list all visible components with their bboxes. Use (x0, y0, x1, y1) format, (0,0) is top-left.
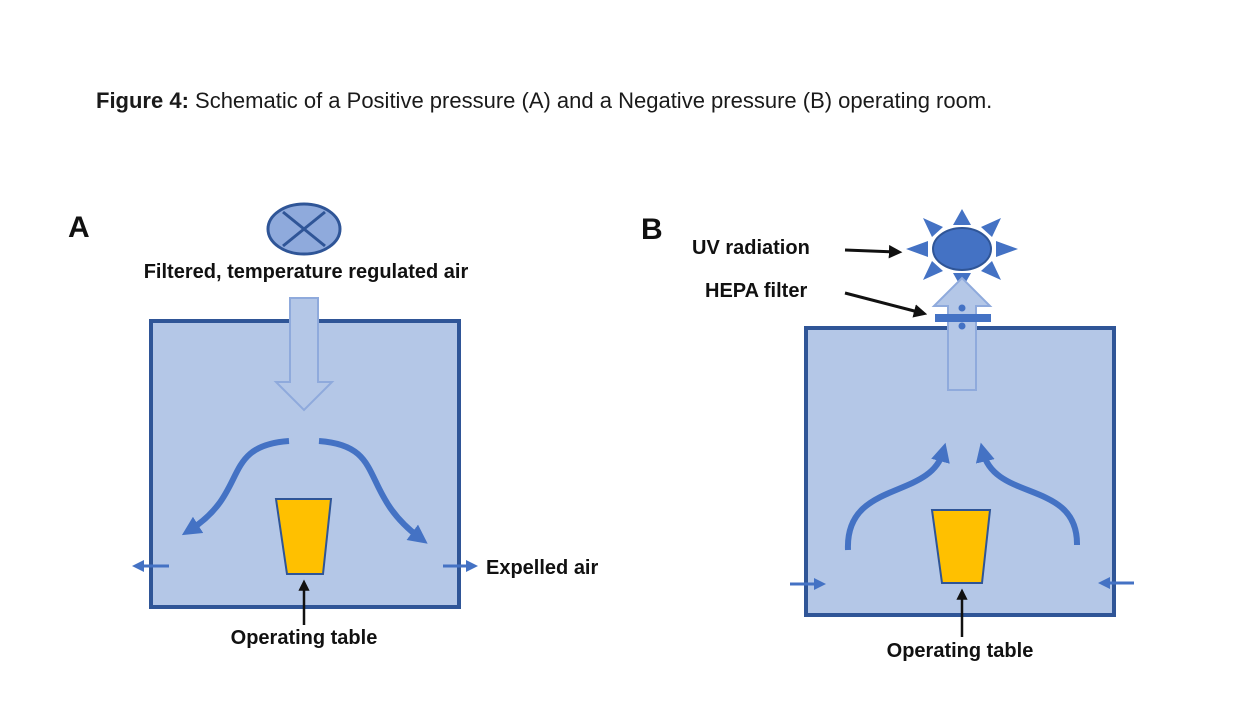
table-label-b: Operating table (887, 640, 1034, 662)
uv-label: UV radiation (692, 237, 810, 259)
panel-a: A Filtered, temperature regulated air Ex… (68, 202, 598, 649)
filter-label: HEPA filter (705, 280, 807, 302)
table-label-a: Operating table (231, 627, 378, 649)
fan-icon (266, 202, 342, 256)
flow-arrow-right-b (975, 442, 1081, 546)
hepa-filter-icon (935, 304, 991, 330)
operating-table-a (274, 498, 333, 575)
caption-text: Schematic of a Positive pressure (A) and… (188, 88, 993, 113)
figure-caption: Figure 4: Schematic of a Positive pressu… (96, 88, 992, 114)
inflow-arrow (273, 297, 335, 412)
inlet-label: Filtered, temperature regulated air (144, 261, 469, 283)
panel-b-letter: B (641, 213, 663, 246)
flow-arrow-left-b (844, 442, 950, 551)
panel-a-letter: A (68, 211, 90, 244)
flow-arrow-right (318, 438, 428, 544)
exhaust-arrow-up (931, 276, 993, 391)
caption-lead: Figure 4: (96, 88, 189, 113)
panel-b: B UV radiation HEPA filter (641, 209, 1134, 662)
operating-table-b (930, 509, 992, 584)
filter-pointer (844, 291, 928, 318)
sun-icon (906, 209, 1018, 289)
uv-pointer (844, 244, 903, 259)
outlet-label: Expelled air (486, 557, 598, 579)
flow-arrow-left (181, 438, 290, 536)
